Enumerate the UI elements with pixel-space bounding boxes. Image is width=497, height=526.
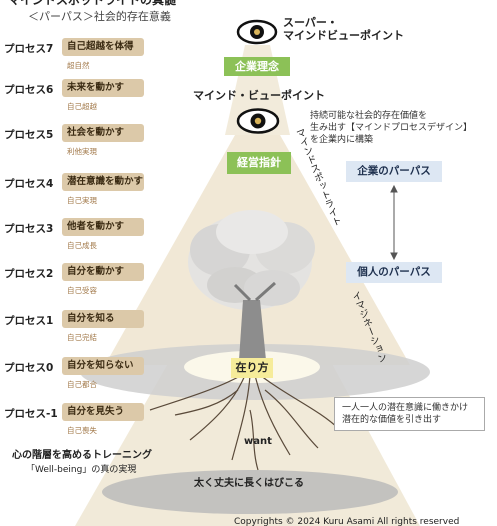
process-action-box: 潜在意識を動かす	[62, 173, 144, 191]
process-action-box: 他者を動かす	[62, 218, 144, 236]
page-title: マインドスポットライトの真髄	[8, 0, 177, 7]
process-sub-label: 自己超越	[67, 102, 97, 111]
eye-icon	[236, 19, 278, 45]
individual-purpose-box: 個人のパーパス	[346, 262, 442, 283]
process-label: プロセス3	[4, 223, 54, 235]
root-note-line-2: 潜在的な価値を引き出す	[342, 415, 442, 425]
core-being-label: 在り方	[231, 358, 273, 378]
mind-viewpoint-label: マインド・ビューポイント	[193, 89, 325, 102]
tree-trunk	[239, 300, 266, 360]
process-sub-label: 自己都合	[67, 380, 97, 389]
process-label: プロセス4	[4, 178, 54, 190]
copyright-text: Copyrights © 2024 Kuru Asami All rights …	[234, 517, 460, 526]
super-viewpoint-label-1: スーパー・	[283, 16, 338, 29]
bottom-ellipse	[102, 470, 398, 514]
process-sub-label: 自己完結	[67, 333, 97, 342]
process-label: プロセス7	[4, 43, 54, 55]
purpose-link-arrow	[390, 184, 398, 261]
process-sub-label: 自己喪失	[67, 426, 97, 435]
process-label: プロセス-1	[4, 408, 58, 420]
eye-icon	[236, 108, 280, 134]
process-label: プロセス6	[4, 84, 54, 96]
corporate-purpose-box: 企業のパーパス	[346, 161, 442, 182]
super-viewpoint-label-2: マインドビューポイント	[283, 29, 404, 42]
right-note-line-1: 持続可能な社会的存在価値を	[310, 111, 428, 121]
process-action-box: 未来を動かす	[62, 79, 144, 97]
root-note-box	[334, 397, 485, 431]
want-label: want	[244, 436, 272, 447]
tree-roots	[149, 374, 341, 471]
process-action-box: 自分を知る	[62, 310, 144, 328]
process-action-box: 自分を見失う	[62, 403, 144, 421]
right-note-line-2: 生み出す【マインドプロセスデザイン】	[310, 123, 473, 133]
tree-canopy	[188, 210, 315, 310]
management-guidelines-box: 経営指針	[227, 152, 291, 174]
corporate-philosophy-box: 企業理念	[224, 57, 290, 76]
page-subtitle: ＜パーパス＞社会的存在意義	[28, 10, 171, 23]
process-sub-label: 利他実現	[67, 147, 97, 156]
process-action-box: 自分を動かす	[62, 263, 144, 281]
root-note-line-1: 一人一人の潜在意識に働きかけ	[342, 403, 469, 413]
training-subtitle: 「Well-being」の真の実現	[26, 465, 137, 475]
process-action-box: 社会を動かす	[62, 124, 144, 142]
ground-label: 太く丈夫に長くはびこる	[194, 478, 304, 489]
training-title: 心の階層を高めるトレーニング	[12, 450, 152, 461]
process-sub-label: 自己受容	[67, 286, 97, 295]
process-label: プロセス2	[4, 268, 54, 280]
process-sub-label: 超自然	[67, 61, 90, 70]
process-label: プロセス1	[4, 315, 54, 327]
process-label: プロセス5	[4, 129, 54, 141]
process-sub-label: 自己成長	[67, 241, 97, 250]
process-label: プロセス0	[4, 362, 54, 374]
process-action-box: 自分を知らない	[62, 357, 144, 375]
process-action-box: 自己超越を体得	[62, 38, 144, 56]
process-sub-label: 自己実現	[67, 196, 97, 205]
right-note-line-3: を企業内に構築	[310, 135, 374, 145]
